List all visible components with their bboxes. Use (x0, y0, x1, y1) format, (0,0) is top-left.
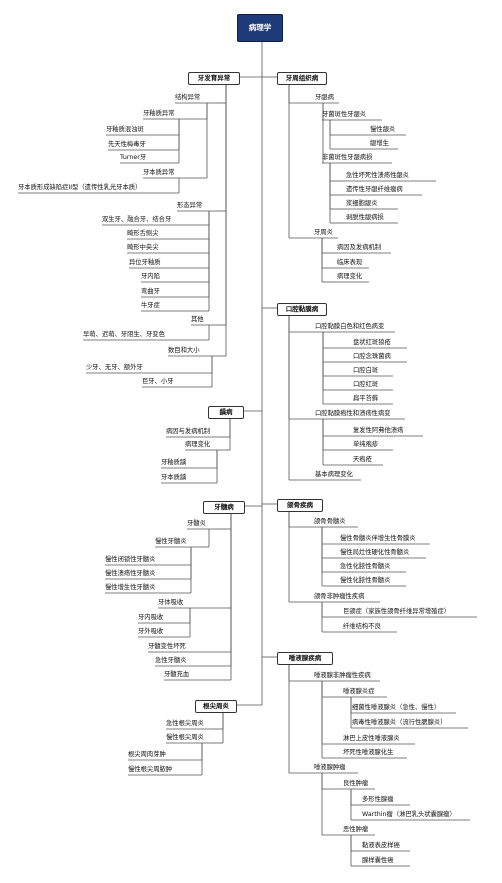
subtopic-label: 龈增生 (370, 140, 389, 147)
topic-node: 龋病 (208, 405, 244, 419)
subtopic-label: 急性坏死性溃疡性龈炎 (346, 172, 409, 179)
subtopic-label: 异位牙釉质 (129, 259, 161, 266)
subtopic-label: 细菌性唾液腺炎（急性、慢性） (352, 704, 441, 711)
subtopic-label: 牙龈病 (315, 94, 334, 101)
subtopic-label: 复发性阿弗他溃疡 (353, 427, 404, 434)
subtopic-label: 早萌、迟萌、牙阻生、牙变色 (83, 331, 165, 338)
subtopic-label: 颌骨非肿瘤性疾病 (314, 593, 365, 600)
subtopic-label: 非菌斑性牙龈病损 (322, 154, 373, 161)
subtopic-label: 慢性根尖周脓肿 (128, 766, 173, 773)
subtopic-label: 牙本质异常 (143, 169, 175, 176)
subtopic-label: 基本病理变化 (315, 471, 353, 478)
subtopic-label: 浆细胞龈炎 (346, 200, 378, 207)
subtopic-label: 病理变化 (185, 441, 211, 448)
subtopic-label: 病因与发病机制 (166, 428, 211, 435)
subtopic-label: 慢性骨髓炎伴增生性骨膜炎 (340, 535, 416, 542)
subtopic-label: 病毒性唾液腺炎（流行性腮腺炎） (352, 719, 447, 726)
subtopic-label: 淋巴上皮性唾液腺炎 (343, 735, 400, 742)
subtopic-label: 颌骨骨髓炎 (314, 518, 346, 525)
subtopic-label: 纤维结构不良 (343, 623, 381, 630)
subtopic-label: 畸形中央尖 (127, 244, 159, 251)
subtopic-label: 慢性化脓性骨髓炎 (340, 577, 391, 584)
subtopic-label: 根尖周肉芽肿 (128, 751, 166, 758)
subtopic-label: 牙髓变性坏死 (148, 643, 186, 650)
subtopic-label: 牙髓充血 (164, 671, 190, 678)
subtopic-label: 牙釉质混浊斑 (106, 126, 144, 133)
subtopic-label: 病理变化 (337, 273, 363, 280)
subtopic-label: 慢性闭锁性牙髓炎 (105, 556, 156, 563)
subtopic-label: 牙外吸收 (138, 628, 164, 635)
subtopic-label: 其他 (191, 316, 204, 323)
subtopic-label: 遗传性牙龈纤维瘤病 (346, 186, 403, 193)
subtopic-label: 临床表现 (337, 259, 363, 266)
subtopic-label: 牙菌斑性牙龈炎 (322, 111, 367, 118)
subtopic-label: Warthin瘤（淋巴乳头状囊腺瘤） (362, 811, 456, 818)
subtopic-label: 慢性局灶性硬化性骨髓炎 (340, 549, 410, 556)
subtopic-label: 唾液腺非肿瘤性疾病 (314, 672, 371, 679)
subtopic-label: 坏死性唾液腺化生 (343, 749, 394, 756)
subtopic-label: 牙本质龋 (161, 474, 187, 481)
subtopic-label: 唾液腺炎症 (343, 688, 375, 695)
topic-node: 牙发育异常 (188, 71, 240, 85)
subtopic-label: 良性肿瘤 (343, 780, 369, 787)
subtopic-label: 唾液腺肿瘤 (314, 764, 346, 771)
subtopic-label: 牙髓炎 (187, 520, 206, 527)
topic-node: 口腔黏膜病 (277, 302, 327, 316)
topic-node: 颌骨疾病 (277, 498, 323, 512)
subtopic-label: 慢性溃疡性牙髓炎 (105, 570, 156, 577)
subtopic-label: 形态异常 (177, 202, 203, 209)
subtopic-label: 多形性腺瘤 (362, 796, 394, 803)
subtopic-label: 口腔红斑 (353, 381, 379, 388)
subtopic-label: 急性化脓性骨髓炎 (340, 563, 391, 570)
subtopic-label: 慢性增生性牙髓炎 (105, 584, 156, 591)
subtopic-label: 盘状红斑狼疮 (353, 339, 391, 346)
topic-node: 牙周组织病 (277, 71, 327, 85)
subtopic-label: 牙釉质龋 (161, 459, 187, 466)
subtopic-label: 剥脱性龈病损 (346, 214, 384, 221)
subtopic-label: 天疱疮 (353, 456, 372, 463)
subtopic-label: Turner牙 (120, 154, 147, 161)
subtopic-label: 牙周炎 (314, 229, 333, 236)
subtopic-label: 慢性龈炎 (370, 126, 396, 133)
subtopic-label: 黏液表皮样癌 (362, 842, 400, 849)
subtopic-label: 牛牙症 (141, 302, 160, 309)
subtopic-label: 腺样囊性癌 (362, 857, 394, 864)
subtopic-label: 扁平苔藓 (353, 395, 379, 402)
subtopic-label: 数目和大小 (168, 347, 200, 354)
subtopic-label: 巨牙、小牙 (142, 378, 174, 385)
subtopic-label: 巨颌症（家族性颌骨纤维异常增殖症） (343, 608, 451, 615)
subtopic-label: 慢性牙髓炎 (155, 538, 187, 545)
subtopic-label: 病因及发病机制 (337, 244, 382, 251)
subtopic-label: 口腔念珠菌病 (353, 353, 391, 360)
subtopic-label: 急性根尖周炎 (166, 720, 204, 727)
subtopic-label: 畸形舌侧尖 (127, 230, 159, 237)
subtopic-label: 恶性肿瘤 (343, 826, 369, 833)
topic-node: 牙髓病 (203, 500, 245, 514)
subtopic-label: 牙内陷 (141, 273, 160, 280)
topic-node: 唾液腺疾病 (277, 651, 333, 665)
subtopic-label: 少牙、无牙、额外牙 (86, 364, 143, 371)
subtopic-label: 牙内吸收 (138, 614, 164, 621)
subtopic-label: 先天性梅毒牙 (108, 141, 146, 148)
subtopic-label: 慢性根尖周炎 (166, 734, 204, 741)
subtopic-label: 急性牙髓炎 (155, 657, 187, 664)
topic-node: 根尖周炎 (195, 699, 237, 713)
subtopic-label: 结构异常 (175, 94, 201, 101)
subtopic-label: 单纯疱疹 (353, 441, 379, 448)
subtopic-label: 牙本质形成缺陷症II型（遗传性乳光牙本质） (18, 184, 142, 191)
subtopic-label: 双生牙、融合牙、结合牙 (102, 216, 172, 223)
subtopic-label: 口腔黏膜白色和红色病变 (315, 323, 385, 330)
subtopic-label: 牙釉质异常 (143, 110, 175, 117)
subtopic-label: 口腔白斑 (353, 367, 379, 374)
root-node: 病理学 (237, 14, 283, 42)
subtopic-label: 弯曲牙 (141, 288, 160, 295)
subtopic-label: 口腔黏膜疱性和溃疡性病变 (315, 410, 391, 417)
subtopic-label: 牙体吸收 (158, 599, 184, 606)
